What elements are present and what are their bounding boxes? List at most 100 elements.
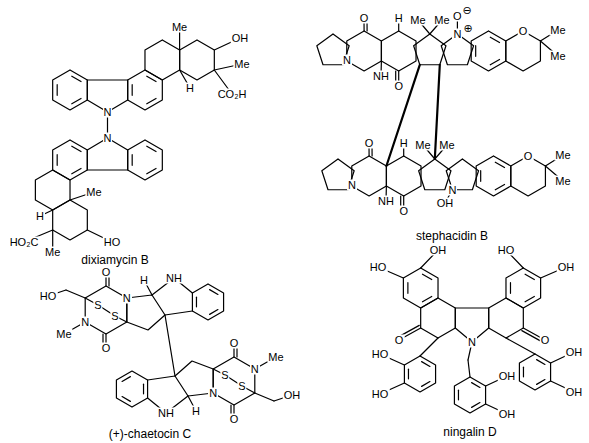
atom-label: Me <box>414 140 431 151</box>
bond-line <box>116 371 147 407</box>
bond-line <box>419 159 451 190</box>
bond-line <box>210 310 218 315</box>
bond-line <box>132 85 133 96</box>
atom-label: N <box>103 133 113 144</box>
atom-label: N <box>342 55 352 66</box>
compound-name: ningalin D <box>442 426 497 438</box>
atom-label: N <box>447 184 457 195</box>
atom-label: N <box>103 107 113 118</box>
atom-label: Me <box>85 187 102 198</box>
atom-label: ⊕ <box>462 23 473 34</box>
bond-line <box>128 140 163 180</box>
bond-line <box>386 65 419 166</box>
atom-label: CO₂H <box>217 89 248 100</box>
bond-line <box>180 40 215 80</box>
atom-label: H <box>399 138 409 149</box>
atom-label: HO <box>103 237 122 248</box>
atom-label: Me <box>554 150 571 161</box>
atom-label: N <box>208 388 218 399</box>
bond-line <box>537 380 545 385</box>
bond-line <box>422 382 430 387</box>
bond-line <box>255 393 274 401</box>
atom-label: Me <box>233 59 250 70</box>
bond-line <box>475 46 476 57</box>
bond-line <box>510 283 511 294</box>
atom-label: ⊖ <box>461 5 472 16</box>
atom-label: Me <box>55 329 72 340</box>
bond-line <box>210 290 218 295</box>
bond-line <box>147 168 156 173</box>
bond-line <box>192 284 223 320</box>
bond-line <box>489 298 524 338</box>
bond-line <box>147 76 156 81</box>
atom-label: S <box>220 370 229 381</box>
bond-line <box>147 98 156 103</box>
bond-line <box>420 338 438 356</box>
bond-line <box>407 283 408 294</box>
atom-label: O <box>229 338 240 349</box>
atom-label: N <box>452 29 462 40</box>
atom-label: Me <box>549 51 566 62</box>
atom-label: OH <box>436 198 455 209</box>
atom-label: NH <box>165 273 183 284</box>
bond-line <box>57 155 58 166</box>
atom-label: H <box>185 83 195 94</box>
bond-line <box>511 156 546 196</box>
bond-line <box>143 384 144 394</box>
atom-label: N <box>467 337 477 348</box>
bond-line <box>468 360 470 377</box>
atom-label: Me <box>267 352 284 363</box>
atom-label: O <box>518 26 529 37</box>
bond-line <box>525 274 534 279</box>
bond-line <box>495 162 504 167</box>
atom-label: Me <box>438 140 455 151</box>
atom-label: Me <box>554 176 571 187</box>
atom-label: OH <box>231 33 250 44</box>
atom-label: N <box>250 364 260 375</box>
atom-label: O <box>364 138 375 149</box>
bond-line <box>53 70 88 110</box>
bond-line <box>454 377 485 413</box>
bond-line <box>122 377 130 382</box>
bond-line <box>414 34 446 65</box>
atom-label: O <box>540 335 551 346</box>
atom-label: S <box>93 300 102 311</box>
bond-line <box>476 156 511 196</box>
bond-line <box>471 31 506 71</box>
atom-label: O <box>359 13 370 24</box>
atom-label: S <box>110 311 119 322</box>
atom-label: N <box>80 317 90 328</box>
bond-line <box>122 397 130 402</box>
bond-line <box>523 367 524 377</box>
bond-line <box>386 156 421 196</box>
atom-label: OH <box>565 347 584 358</box>
atom-label: HO <box>39 291 58 302</box>
bond-line <box>422 296 431 301</box>
atom-label: HO <box>371 349 390 360</box>
atom-label: Me <box>171 22 188 33</box>
atom-label: HO <box>497 245 516 256</box>
atom-label: OH <box>557 262 576 273</box>
atom-label: O <box>101 267 112 278</box>
compound-name: stephacidin B <box>415 230 489 242</box>
bond-line <box>404 356 435 392</box>
atom-label: O <box>393 81 404 92</box>
bond-line <box>458 390 459 400</box>
atom-label: OH <box>429 245 448 256</box>
atom-label: Me <box>433 15 450 26</box>
atom-label: NH <box>372 71 390 82</box>
bond-line <box>506 31 541 71</box>
bond-line <box>72 168 81 173</box>
bond-line <box>72 98 81 103</box>
atom-label: O <box>523 151 534 162</box>
bond-line <box>66 290 85 298</box>
bond-line <box>490 37 499 42</box>
atom-label: S <box>237 381 246 392</box>
bond-line <box>35 170 70 210</box>
atom-label: N <box>347 180 357 191</box>
bond-line <box>148 376 175 380</box>
bond-line <box>132 155 133 166</box>
atom-label: H <box>191 406 201 417</box>
bond-line <box>408 369 409 379</box>
bond-line <box>381 31 416 71</box>
